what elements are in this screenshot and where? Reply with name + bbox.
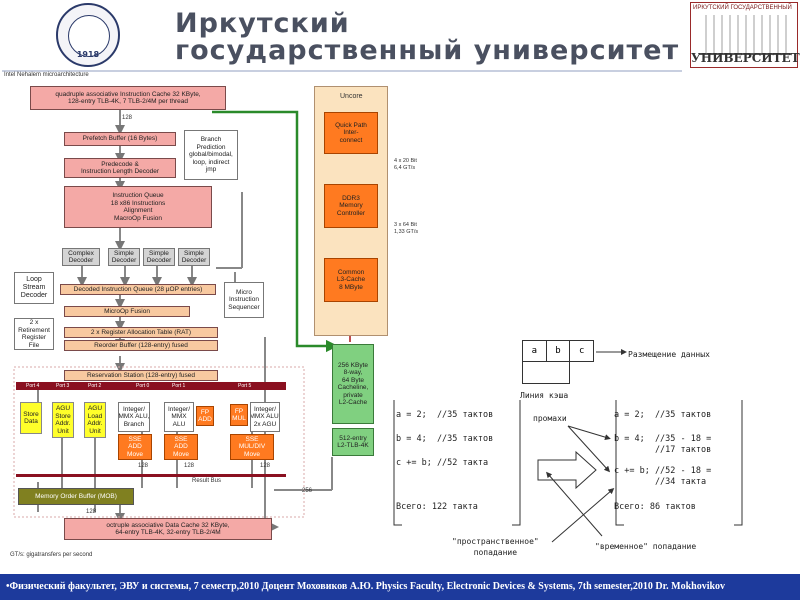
port-0-label: Port 0 — [136, 383, 150, 389]
cache-cell-a: a — [523, 341, 547, 361]
right-code-line-3: //17 тактов — [614, 445, 712, 455]
university-title-line1: Иркутский — [175, 8, 350, 39]
logo-right-wordmark: УНИВЕРСИТЕТ — [691, 51, 800, 65]
spatial-hit-label: "пространственное" попадание — [452, 537, 539, 557]
instruction-queue: Instruction Queue 18 x86 Instructions Al… — [64, 186, 212, 228]
port-5-label: Port 5 — [238, 383, 252, 389]
nehalem-diagram: Intel Nehalem microarchitecture quadrupl… — [2, 72, 442, 564]
university-title-line2: государственный университет — [175, 35, 680, 66]
cache-cells: a b c — [522, 340, 594, 362]
cache-cell-b: b — [547, 341, 571, 361]
loop-stream-decoder: Loop Stream Decoder — [14, 272, 54, 304]
header-rule — [2, 70, 682, 72]
diagram-caption: Intel Nehalem microarchitecture — [4, 72, 89, 78]
right-code-line-5: //34 такта — [614, 477, 707, 487]
bw-label-mob: 128 — [86, 509, 97, 515]
port-4-label: Port 4 — [26, 383, 40, 389]
micro-instruction-sequencer: Micro Instruction Sequencer — [224, 282, 264, 318]
reservation-station: Reservation Station (128-entry) fused — [64, 370, 218, 381]
left-code-line-2: b = 4; //35 тактов — [396, 434, 494, 444]
retirement-register-file: 2 x Retirement Register File — [14, 318, 54, 350]
port-3-label: Port 3 — [56, 383, 70, 389]
bw-label-sse5: 128 — [260, 463, 271, 469]
result-bus-line — [16, 474, 286, 477]
l2-tlb: 512-entry L2-TLB-4K — [332, 428, 374, 456]
cache-cell-c: c — [578, 346, 585, 356]
bw-label-icache: 128 — [122, 115, 133, 121]
microop-fusion: MicroOp Fusion — [64, 306, 190, 317]
int-alu-port0: Integer/ MMX ALU, Branch — [118, 402, 150, 432]
simple-decoder-3: Simple Decoder — [178, 248, 210, 266]
logo-right-caption: ИРКУТСКИЙ ГОСУДАРСТВЕННЫЙ — [693, 5, 792, 11]
misses-label: промахи — [533, 414, 567, 423]
footer-text: •Физический факультет, ЭВУ и системы, 7 … — [6, 581, 726, 592]
sse-muldiv-port5: SSE MUL/DIV Move — [230, 434, 274, 460]
cache-line-label: Линия кэша — [520, 391, 569, 400]
result-bus-label: Result Bus — [192, 478, 222, 484]
fp-add-unit: FP ADD — [196, 406, 214, 426]
agu-store-unit: AGU Store Addr. Unit — [52, 402, 74, 438]
l3-cache: Common L3-Cache 8 MByte — [324, 258, 378, 302]
simple-decoder-1: Simple Decoder — [108, 248, 140, 266]
predecode: Predecode & Instruction Length Decoder — [64, 158, 176, 178]
left-total: Всего: 122 такта — [396, 502, 478, 512]
branch-prediction: Branch Prediction global/bimodal, loop, … — [184, 130, 238, 180]
prefetch-buffer: Prefetch Buffer (16 Bytes) — [64, 132, 176, 146]
left-code-line-3: c += b; //52 такта — [396, 458, 489, 468]
bw-label-256: 256 — [302, 488, 313, 494]
port-2-label: Port 2 — [88, 383, 102, 389]
bw-label-sse1: 128 — [184, 463, 195, 469]
data-placement-label: Размещение данных — [628, 350, 710, 359]
reorder-buffer: Reorder Buffer (128-entry) fused — [64, 340, 218, 351]
cache-example-connectors — [393, 349, 743, 543]
seal-year: 1918 — [76, 50, 100, 59]
int-alu-port5: Integer/ MMX ALU, 2x AGU — [250, 402, 280, 432]
agu-load-unit: AGU Load Addr. Unit — [84, 402, 106, 438]
university-seal-logo: 1918 — [56, 3, 120, 67]
seal-building-icon — [68, 15, 110, 57]
bw-label-sse0: 128 — [138, 463, 149, 469]
building-icon — [699, 15, 791, 55]
left-code-line-1: a = 2; //35 тактов — [396, 410, 494, 420]
right-code-line-4: c += b; //52 - 18 = — [614, 466, 712, 476]
complex-decoder: Complex Decoder — [62, 248, 100, 266]
slide-footer: •Физический факультет, ЭВУ и системы, 7 … — [0, 574, 800, 600]
gt-s-footnote: GT/s: gigatransfers per second — [10, 552, 93, 558]
decoded-instruction-queue: Decoded Instruction Queue (28 µOP entrie… — [60, 284, 216, 295]
right-code-line-1: a = 2; //35 тактов — [614, 410, 712, 420]
cache-line-bracket — [522, 362, 570, 384]
ddr3-memory-controller: DDR3 Memory Controller — [324, 184, 378, 228]
register-allocation-table: 2 x Register Allocation Table (RAT) — [64, 327, 218, 338]
ddr-speed-label: 3 x 64 Bit 1,33 GT/s — [394, 222, 419, 235]
port-bar — [16, 382, 286, 390]
int-alu-port1: Integer/ MMX ALU — [164, 402, 194, 432]
university-building-logo: ИРКУТСКИЙ ГОСУДАРСТВЕННЫЙ УНИВЕРСИТЕТ — [690, 2, 800, 68]
temporal-hit-label: "временное" попадание — [595, 542, 697, 551]
uncore-label: Uncore — [340, 93, 363, 100]
quick-path-interconnect: Quick Path Inter- connect — [324, 112, 378, 154]
qpi-speed-label: 4 x 20 Bit 6,4 GT/s — [394, 158, 417, 171]
right-total: Всего: 86 тактов — [614, 502, 696, 512]
port-1-label: Port 1 — [172, 383, 186, 389]
sse-add-port1: SSE ADD Move — [164, 434, 198, 460]
right-code-line-2: b = 4; //35 - 18 = — [614, 434, 712, 444]
fp-mul-unit: FP MUL — [230, 404, 248, 426]
simple-decoder-2: Simple Decoder — [143, 248, 175, 266]
memory-order-buffer: Memory Order Buffer (MOB) — [18, 488, 134, 505]
data-cache: octruple associative Data Cache 32 KByte… — [64, 518, 272, 540]
l2-cache: 256 KByte 8-way, 64 Byte Cacheline, priv… — [332, 344, 374, 424]
sse-add-port0: SSE ADD Move — [118, 434, 152, 460]
instruction-cache: quadruple associative Instruction Cache … — [30, 86, 226, 110]
slide-header: 1918 Иркутский государственный университ… — [0, 0, 800, 72]
store-data-unit: Store Data — [20, 402, 42, 434]
